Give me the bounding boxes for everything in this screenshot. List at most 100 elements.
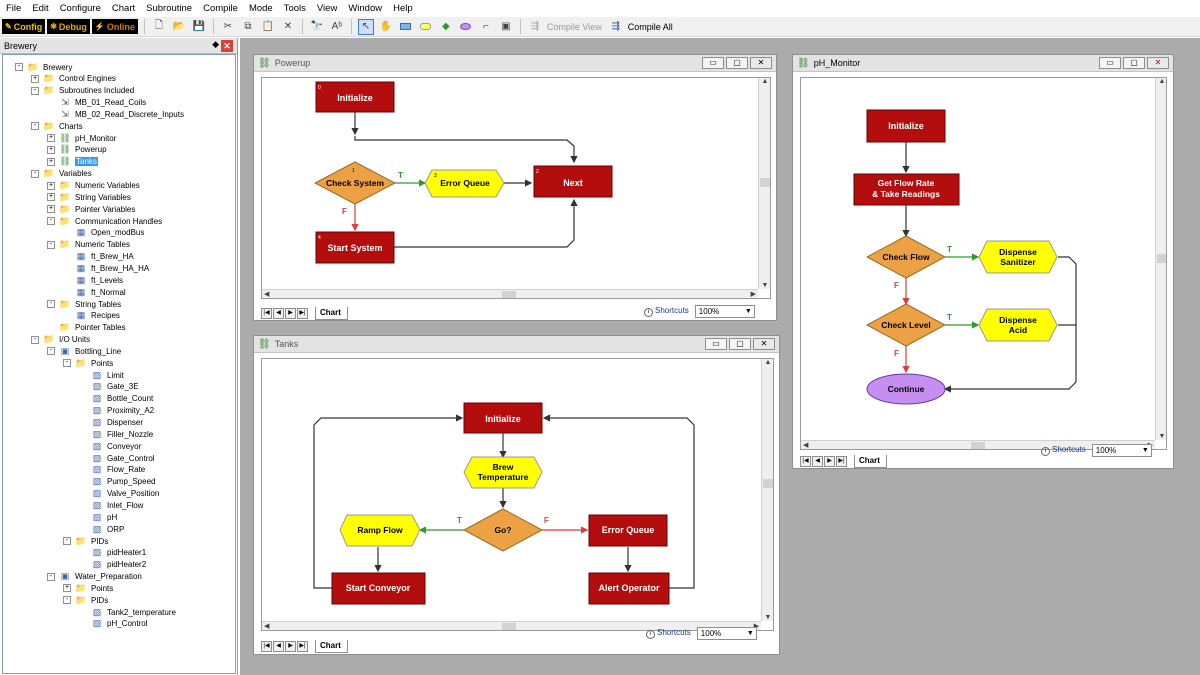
scroll-left-icon[interactable]: ◀ bbox=[264, 291, 270, 298]
collapse-icon[interactable]: - bbox=[31, 122, 39, 131]
menu-edit[interactable]: Edit bbox=[32, 3, 49, 14]
scroll-thumb[interactable] bbox=[502, 291, 516, 298]
tree-item[interactable]: ▧Inlet_Flow bbox=[79, 499, 144, 511]
tree-item[interactable]: +⛓pH_Monitor bbox=[47, 132, 116, 144]
powerup-title-bar[interactable]: ⛓ Powerup ▭ ▢ ✕ bbox=[254, 55, 776, 72]
tree-item[interactable]: -📁Subroutines Included bbox=[31, 85, 134, 97]
find-icon[interactable]: 🔭 bbox=[310, 21, 324, 32]
continue-block[interactable] bbox=[866, 373, 946, 405]
tree-item[interactable]: +📁Control Engines bbox=[31, 73, 116, 85]
powerup-chart-canvas[interactable]: 0 Initialize 1 Check System 3 Error Queu… bbox=[261, 77, 771, 299]
tree-item[interactable]: -📁Brewery bbox=[15, 61, 72, 73]
first-tab-icon[interactable]: |◀ bbox=[261, 640, 272, 652]
menu-mode[interactable]: Mode bbox=[248, 3, 273, 14]
scroll-left-icon[interactable]: ◀ bbox=[803, 442, 809, 449]
tree-item[interactable]: ▧Flow_Rate bbox=[79, 464, 146, 476]
pin-icon[interactable]: ◆ bbox=[212, 39, 219, 49]
continue-block-icon[interactable] bbox=[458, 19, 474, 35]
next-tab-icon[interactable]: ▶ bbox=[285, 307, 296, 319]
tree-item[interactable]: ▧Filler_Nozzle bbox=[79, 428, 154, 440]
tree-item[interactable]: ▧Proximity_A2 bbox=[79, 405, 154, 417]
horizontal-scrollbar[interactable]: ◀ ▶ bbox=[262, 289, 758, 298]
compile-all-icon[interactable]: ⇶ bbox=[611, 21, 620, 32]
collapse-icon[interactable]: - bbox=[31, 86, 39, 95]
close-window-button[interactable]: ✕ bbox=[753, 338, 775, 350]
tree-item[interactable]: +📁Points bbox=[63, 582, 113, 594]
tree-item[interactable]: +📁String Variables bbox=[47, 191, 131, 203]
menu-compile[interactable]: Compile bbox=[203, 3, 238, 14]
tree-item[interactable]: ▦ft_Levels bbox=[63, 274, 123, 286]
tree-item[interactable]: 📁Pointer Tables bbox=[47, 322, 125, 334]
prev-tab-icon[interactable]: ◀ bbox=[273, 640, 284, 652]
menu-file[interactable]: File bbox=[6, 3, 22, 14]
menu-window[interactable]: Window bbox=[348, 3, 383, 14]
save-icon[interactable]: 💾 bbox=[192, 21, 206, 32]
expand-icon[interactable]: + bbox=[47, 193, 55, 202]
scroll-thumb[interactable] bbox=[1157, 254, 1166, 263]
copy-icon[interactable]: ⧉ bbox=[244, 21, 252, 32]
compile-all-button[interactable]: Compile All bbox=[627, 21, 673, 32]
collapse-icon[interactable]: - bbox=[47, 572, 55, 581]
last-tab-icon[interactable]: ▶| bbox=[297, 307, 308, 319]
error-queue-block[interactable] bbox=[588, 514, 668, 547]
open-folder-icon[interactable]: 📂 bbox=[172, 21, 186, 32]
tanks-title-bar[interactable]: ⛓ Tanks ▭ ▢ ✕ bbox=[254, 336, 779, 353]
scroll-down-icon[interactable]: ▼ bbox=[764, 614, 772, 621]
hand-pan-icon[interactable]: ✋ bbox=[379, 21, 393, 32]
tree-item[interactable]: -📁Communication Handles bbox=[47, 215, 162, 227]
menu-help[interactable]: Help bbox=[393, 3, 413, 14]
close-icon[interactable]: ✕ bbox=[221, 40, 233, 52]
initialize-block[interactable] bbox=[315, 81, 395, 113]
collapse-icon[interactable]: - bbox=[63, 537, 71, 545]
tree-item[interactable]: ⇲MB_02_Read_Discrete_Inputs bbox=[47, 108, 184, 120]
next-block[interactable] bbox=[533, 165, 613, 198]
chart-tab[interactable]: Chart bbox=[854, 454, 887, 468]
tree-item[interactable]: ▧pidHeater1 bbox=[79, 547, 146, 559]
select-pointer-icon[interactable]: ↖ bbox=[357, 18, 374, 35]
vertical-scrollbar[interactable]: ▲ ▼ bbox=[1155, 78, 1166, 440]
collapse-icon[interactable]: - bbox=[47, 217, 55, 226]
scroll-thumb[interactable] bbox=[760, 178, 770, 187]
tree-item[interactable]: ▧Gate_3E bbox=[79, 381, 139, 393]
tree-item[interactable]: -📁PIDs bbox=[63, 535, 108, 547]
vertical-scrollbar[interactable]: ▲ ▼ bbox=[758, 78, 770, 289]
tree-item[interactable]: ▧Pump_Speed bbox=[79, 476, 156, 488]
tree-item[interactable]: ▦Open_modBus bbox=[63, 227, 145, 239]
scroll-up-icon[interactable]: ▲ bbox=[1158, 78, 1166, 85]
ph-monitor-title-bar[interactable]: ⛓ pH_Monitor ▭ ▢ ✕ bbox=[793, 55, 1173, 72]
minimize-button[interactable]: ▭ bbox=[702, 57, 724, 69]
config-mode-button[interactable]: ✎Config bbox=[2, 19, 46, 34]
tree-item[interactable]: +⛓Tanks bbox=[47, 156, 98, 168]
collapse-icon[interactable]: - bbox=[47, 240, 55, 249]
ph-monitor-chart-canvas[interactable]: Initialize Get Flow Rate & Take Readings… bbox=[800, 77, 1167, 450]
collapse-icon[interactable]: - bbox=[47, 300, 55, 308]
tree-item[interactable]: ▦ft_Brew_HA_HA bbox=[63, 262, 150, 274]
check-system-block[interactable] bbox=[313, 161, 397, 205]
tree-item[interactable]: ▧Tank2_temperature bbox=[79, 606, 176, 618]
menu-subroutine[interactable]: Subroutine bbox=[146, 3, 193, 14]
chart-tab[interactable]: Chart bbox=[315, 306, 348, 320]
online-mode-button[interactable]: ⚡Online bbox=[91, 19, 138, 34]
dispense-acid-block[interactable] bbox=[978, 308, 1058, 342]
debug-mode-button[interactable]: ✱Debug bbox=[47, 19, 90, 34]
scroll-left-icon[interactable]: ◀ bbox=[264, 623, 270, 630]
tanks-chart-canvas[interactable]: Initialize Brew Temperature Go? Ramp Flo… bbox=[261, 358, 774, 631]
error-queue-block[interactable] bbox=[424, 169, 505, 198]
tree-item[interactable]: -📁Numeric Tables bbox=[47, 239, 130, 251]
first-tab-icon[interactable]: |◀ bbox=[800, 455, 811, 467]
go-condition-block[interactable] bbox=[462, 508, 544, 552]
scroll-thumb[interactable] bbox=[502, 623, 516, 630]
cut-icon[interactable]: ✂ bbox=[223, 21, 233, 32]
minimize-button[interactable]: ▭ bbox=[1099, 57, 1121, 69]
tree-item[interactable]: ▦Recipes bbox=[63, 310, 120, 322]
get-flow-rate-block[interactable] bbox=[853, 173, 960, 206]
tree-item[interactable]: -📁PIDs bbox=[63, 594, 108, 606]
vertical-scrollbar[interactable]: ▲ ▼ bbox=[761, 359, 773, 621]
menu-configure[interactable]: Configure bbox=[59, 3, 101, 14]
next-tab-icon[interactable]: ▶ bbox=[285, 640, 296, 652]
scroll-right-icon[interactable]: ▶ bbox=[750, 291, 756, 298]
collapse-icon[interactable]: - bbox=[31, 169, 39, 178]
tree-item[interactable]: ▧Limit bbox=[79, 369, 124, 381]
